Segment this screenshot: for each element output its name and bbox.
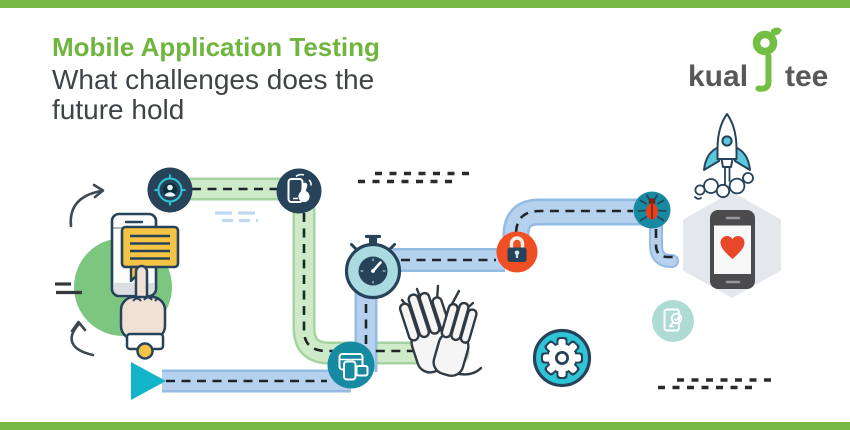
clapping-hands-icon xyxy=(398,284,483,377)
page-subtitle: What challenges does the future hold xyxy=(52,65,380,125)
bottom-green-bar xyxy=(0,422,850,430)
speed-dashes-blue xyxy=(215,211,259,223)
logo-leaf-ring-icon xyxy=(751,26,783,96)
header: Mobile Application Testing What challeng… xyxy=(52,33,380,125)
speed-dashes-dark xyxy=(55,282,94,295)
kualitee-logo: kual tee xyxy=(688,26,848,100)
bug-icon xyxy=(633,191,671,229)
dotted-accent-top xyxy=(358,171,474,184)
user-target-icon xyxy=(147,167,193,213)
logo-text-kual: kual xyxy=(688,60,749,93)
page-title: Mobile Application Testing xyxy=(52,32,380,62)
dotted-accent-bottom xyxy=(658,378,774,390)
heart-app-icon xyxy=(683,192,781,298)
stopwatch-icon xyxy=(344,234,402,300)
play-triangle-icon xyxy=(131,362,166,400)
rocket-icon xyxy=(694,113,754,200)
pointing-hand xyxy=(119,264,167,360)
logo-text-tee: tee xyxy=(785,60,829,93)
responsive-devices-icon xyxy=(327,341,375,389)
gear-icon xyxy=(532,328,592,388)
subtitle-line-1: What challenges does the xyxy=(52,64,375,95)
subtitle-line-2: future hold xyxy=(52,94,185,125)
mobile-touch-icon xyxy=(276,168,322,214)
refresh-arrows xyxy=(69,183,105,357)
security-lock-icon xyxy=(496,231,538,273)
dashed-route xyxy=(166,187,678,383)
mobile-chat-pointer-icon xyxy=(110,212,180,360)
app-inspection-icon xyxy=(652,300,694,342)
top-green-bar xyxy=(0,0,850,8)
